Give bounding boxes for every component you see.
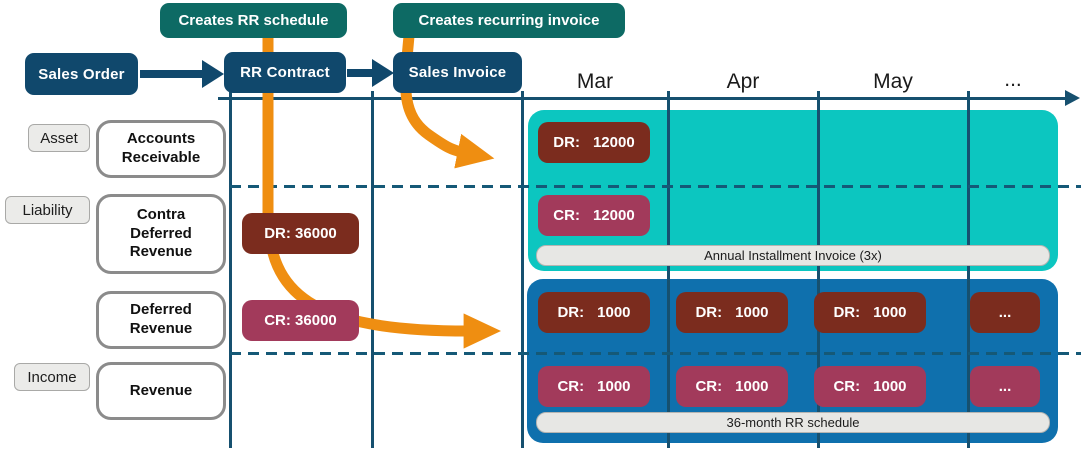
revenue-label: Revenue	[129, 381, 193, 399]
schedule-credit-amount-apr: 1000	[735, 378, 769, 395]
schedule-credit-chip-may: CR: 1000	[814, 366, 926, 407]
invoice-debit-chip: DR: 12000	[538, 122, 650, 163]
grid-line-3	[521, 91, 524, 448]
schedule-debit-chip-apr: DR: 1000	[676, 292, 788, 333]
account-deferred-revenue: Deferred Revenue	[96, 291, 226, 349]
sales-order-arrow-shaft	[140, 70, 203, 78]
rr-contract-arrow-shaft	[347, 69, 373, 77]
creates-rr-schedule-label: Creates RR schedule	[178, 12, 329, 29]
schedule-debit-amount-may: 1000	[873, 304, 907, 321]
category-asset-label: Asset	[40, 129, 78, 147]
deferred-revenue-label: Deferred Revenue	[129, 301, 193, 337]
schedule-debit-chip-may: DR: 1000	[814, 292, 926, 333]
rr-contract-label: RR Contract	[240, 64, 330, 81]
schedule-debit-amount-apr: 1000	[735, 304, 769, 321]
schedule-debit-amount-mar: 1000	[597, 304, 631, 321]
invoice-credit-prefix: CR:	[553, 207, 580, 224]
schedule-debit-chip-mar: DR: 1000	[538, 292, 650, 333]
schedule-credit-chip-more: ...	[970, 366, 1040, 407]
category-income: Income	[14, 363, 90, 391]
grid-line-1	[229, 91, 232, 448]
schedule-debit-prefix-may: DR:	[833, 304, 861, 321]
contract-credit-label: CR: 36000	[264, 312, 337, 329]
month-label-may: May	[873, 70, 913, 93]
schedule-credit-prefix-may: CR:	[833, 378, 861, 395]
rr-contract-arrow-head	[372, 59, 394, 87]
contract-debit-chip: DR: 36000	[242, 213, 359, 254]
rr-schedule-caption-label: 36-month RR schedule	[726, 415, 860, 430]
grid-line-mar-apr	[667, 91, 670, 448]
month-label-more: ...	[1004, 68, 1022, 91]
category-liability-label: Liability	[22, 201, 73, 219]
account-revenue: Revenue	[96, 362, 226, 420]
sales-order-label: Sales Order	[38, 65, 125, 83]
month-label-apr: Apr	[726, 70, 760, 93]
contract-credit-chip: CR: 36000	[242, 300, 359, 341]
asset-liability-divider	[230, 185, 1081, 188]
schedule-debit-prefix-mar: DR:	[557, 304, 585, 321]
category-income-label: Income	[27, 368, 77, 386]
creates-recurring-invoice-badge: Creates recurring invoice	[393, 3, 625, 38]
sales-order-arrow-head	[202, 60, 224, 88]
sales-order-node: Sales Order	[25, 53, 138, 95]
schedule-credit-chip-mar: CR: 1000	[538, 366, 650, 407]
creates-rr-schedule-badge: Creates RR schedule	[160, 3, 347, 38]
contract-debit-label: DR: 36000	[264, 225, 337, 242]
category-asset: Asset	[28, 124, 90, 152]
rr-contract-node: RR Contract	[224, 52, 346, 93]
invoice-debit-amount: 12000	[592, 134, 635, 151]
annual-invoice-caption: Annual Installment Invoice (3x)	[536, 245, 1050, 266]
sales-invoice-node: Sales Invoice	[393, 52, 522, 93]
schedule-credit-amount-may: 1000	[873, 378, 907, 395]
accounts-receivable-label: Accounts Receivable	[121, 130, 201, 166]
schedule-credit-chip-apr: CR: 1000	[676, 366, 788, 407]
schedule-debit-prefix-apr: DR:	[695, 304, 723, 321]
schedule-credit-prefix-mar: CR:	[557, 378, 585, 395]
timeline-axis-arrowhead	[1065, 90, 1080, 106]
account-contra-deferred-revenue: Contra Deferred Revenue	[96, 194, 226, 274]
schedule-credit-ellipsis: ...	[998, 378, 1012, 395]
schedule-debit-ellipsis: ...	[998, 304, 1012, 321]
sales-invoice-label: Sales Invoice	[408, 64, 507, 81]
contra-deferred-revenue-label: Contra Deferred Revenue	[129, 205, 193, 261]
category-liability: Liability	[5, 196, 90, 224]
creates-recurring-invoice-label: Creates recurring invoice	[418, 12, 600, 29]
grid-line-may-next	[967, 91, 970, 448]
deferred-income-divider	[230, 352, 1081, 355]
annual-invoice-caption-label: Annual Installment Invoice (3x)	[704, 248, 882, 263]
schedule-debit-chip-more: ...	[970, 292, 1040, 333]
rr-schedule-caption: 36-month RR schedule	[536, 412, 1050, 433]
invoice-credit-chip: CR: 12000	[538, 195, 650, 236]
invoice-credit-amount: 12000	[592, 207, 635, 224]
grid-line-2	[371, 91, 374, 448]
account-accounts-receivable: Accounts Receivable	[96, 120, 226, 178]
month-label-mar: Mar	[576, 70, 614, 93]
schedule-credit-amount-mar: 1000	[597, 378, 631, 395]
schedule-credit-prefix-apr: CR:	[695, 378, 723, 395]
invoice-debit-prefix: DR:	[553, 134, 580, 151]
grid-line-apr-may	[817, 91, 820, 448]
timeline-axis	[218, 97, 1068, 100]
